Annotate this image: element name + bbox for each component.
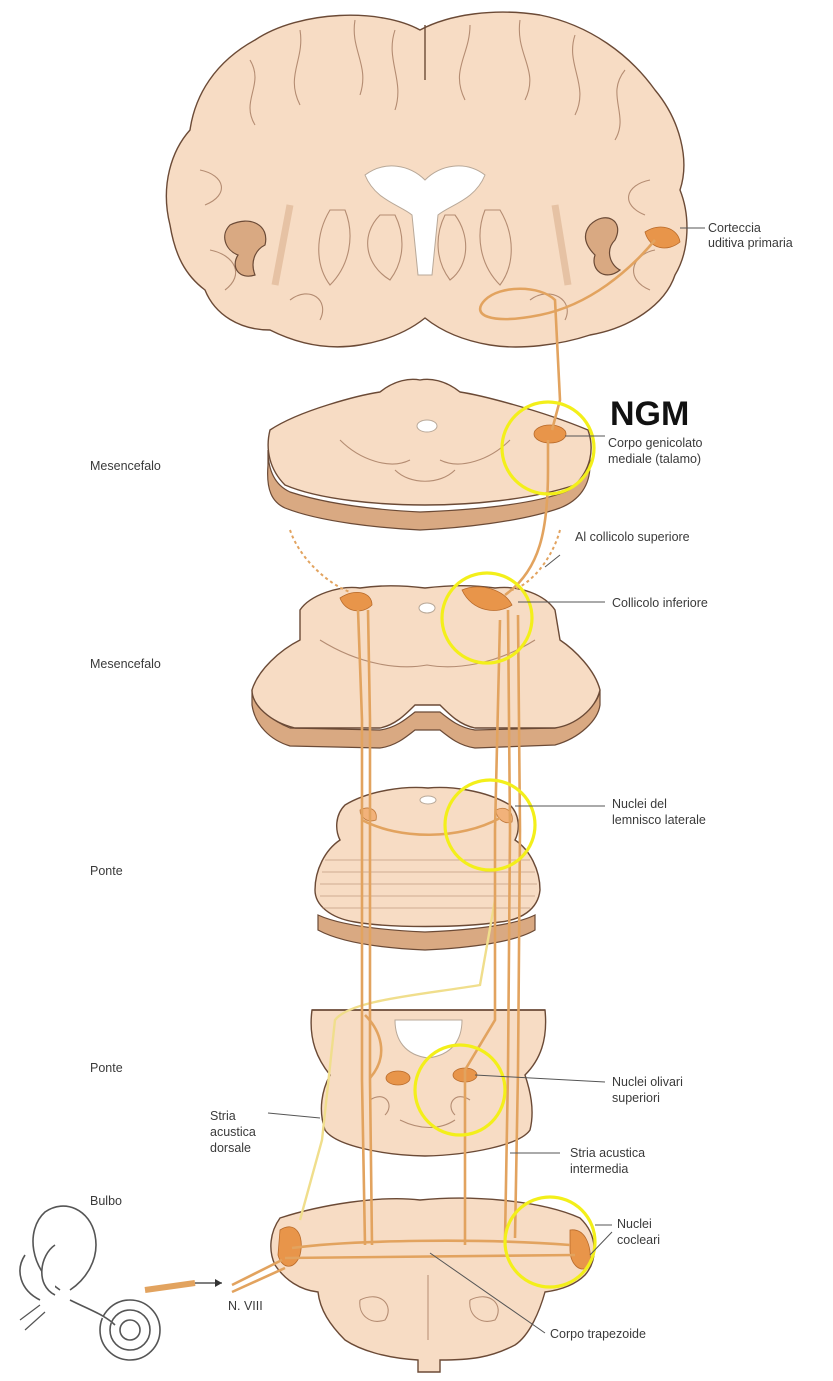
level-label-ponte-1: Ponte	[90, 864, 123, 878]
label-cocleari-line1: Nuclei	[617, 1217, 652, 1231]
label-cocleari-line2: cocleari	[617, 1233, 660, 1247]
label-lemnisco-line2: lemnisco laterale	[612, 813, 706, 827]
pons-upper-section	[315, 788, 540, 950]
ngm-title: NGM	[610, 395, 689, 433]
brain-coronal-section	[166, 12, 687, 347]
label-stria-intermedia-line1: Stria acustica	[570, 1146, 645, 1160]
level-label-mesencefalo-2: Mesencefalo	[90, 657, 161, 671]
inner-ear-illustration	[20, 1206, 222, 1360]
label-stria-dorsale-line3: dorsale	[210, 1141, 251, 1155]
mesencephalon-lower-section	[252, 586, 600, 748]
label-collicolo-inferiore: Collicolo inferiore	[612, 596, 708, 610]
label-lemnisco-line1: Nuclei del	[612, 797, 667, 811]
level-label-bulbo: Bulbo	[90, 1194, 122, 1208]
label-corpo-genicolato-line1: Corpo genicolato	[608, 436, 703, 450]
label-collicolo-superiore: Al collicolo superiore	[575, 530, 690, 544]
label-stria-dorsale-line2: acustica	[210, 1125, 256, 1139]
label-olivari-line2: superiori	[612, 1091, 660, 1105]
medulla-section	[271, 1198, 594, 1372]
label-stria-dorsale-line1: Stria	[210, 1109, 236, 1123]
label-corpo-genicolato-line2: mediale (talamo)	[608, 452, 701, 466]
level-label-ponte-2: Ponte	[90, 1061, 123, 1075]
label-stria-intermedia-line2: intermedia	[570, 1162, 628, 1176]
label-corteccia-line2: uditiva primaria	[708, 236, 793, 250]
pons-lower-section	[311, 1010, 546, 1156]
level-label-mesencefalo-1: Mesencefalo	[90, 459, 161, 473]
label-n-viii: N. VIII	[228, 1299, 263, 1313]
label-corpo-trapezoide: Corpo trapezoide	[550, 1327, 646, 1341]
label-olivari-line1: Nuclei olivari	[612, 1075, 683, 1089]
label-corteccia-line1: Corteccia	[708, 221, 761, 235]
